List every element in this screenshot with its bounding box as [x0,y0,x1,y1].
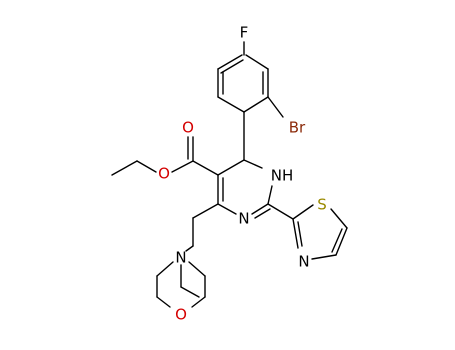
bromine-label: Br [289,119,306,137]
thiazole-ring [267,203,348,260]
dihydropyrimidine-ring [217,111,273,219]
sulfur-label: S [317,196,327,214]
fluorine-label: F [240,24,249,42]
morpholinomethyl-group [156,203,219,308]
ethyl-ester-group [111,136,219,176]
thiazole-nitrogen-label: N [298,253,309,271]
morpholine-oxygen-label: O [175,306,187,324]
carbonyl-oxygen-label: O [182,119,194,137]
morpholine-nitrogen-label: N [175,249,186,267]
ring-nitrogen-label: N [238,210,249,228]
fluorophenyl-ring [217,41,284,118]
ester-oxygen-label: O [158,165,170,183]
nh-label: NH [271,167,294,185]
